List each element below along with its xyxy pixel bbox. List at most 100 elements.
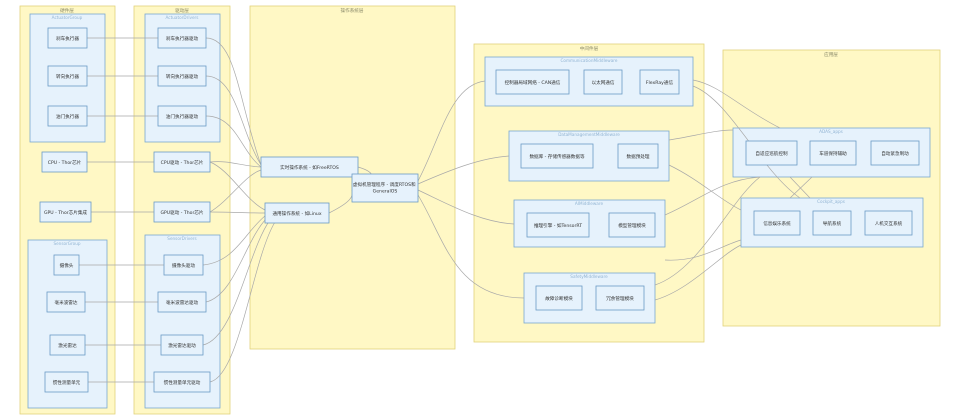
node-gpos-label: 通用操作系统 - 如Linux xyxy=(272,210,321,217)
node-imu-label: 惯性测量单元 xyxy=(53,379,81,386)
node-hmi: 人机交互系统 xyxy=(864,210,913,236)
node-ethernet: 以太网通信 xyxy=(583,69,623,95)
node-lidar-driver-label: 激光雷达驱动 xyxy=(168,342,196,349)
node-can: 控制器局域网络 - CAN通信 xyxy=(495,69,570,95)
edge-data-adas xyxy=(668,129,734,141)
edge-lidar-driver-gpos xyxy=(202,219,271,346)
group-ai-title: AIMiddleware xyxy=(575,201,604,206)
node-database-label: 数据库 - 存储传感器数据等 xyxy=(529,153,585,160)
edge-safety-adas xyxy=(654,176,761,286)
edges xyxy=(79,37,813,383)
node-cpu-driver-label: CPU驱动 - Thor芯片 xyxy=(161,159,204,166)
node-model-mgmt: 模型管理模块 xyxy=(608,212,656,238)
node-redundancy-label: 冗余管理模块 xyxy=(606,295,634,302)
node-gpu-driver: GPU驱动 - Thor芯片 xyxy=(153,201,211,223)
group-sensor-title: SensorGroup xyxy=(53,241,80,246)
node-brake-actuator: 刹车执行器 xyxy=(47,27,88,49)
node-can-label: 控制器局域网络 - CAN通信 xyxy=(505,79,561,86)
edge-safety-cockpit xyxy=(654,244,742,301)
edge-gpu-driver-rtos xyxy=(209,169,262,213)
group-actuator-drivers-title: ActuatorDrivers xyxy=(166,15,199,20)
edge-brake-driver-rtos xyxy=(205,37,262,166)
node-cpu-driver: CPU驱动 - Thor芯片 xyxy=(153,151,211,173)
node-imu-driver: 惯性测量单元驱动 xyxy=(153,371,211,393)
node-inference: 推理引擎 - 如TensorRT xyxy=(526,212,590,238)
node-radar-driver: 毫米波雷达驱动 xyxy=(157,291,207,313)
node-camera-driver-label: 摄像头驱动 xyxy=(172,262,195,269)
node-redundancy: 冗余管理模块 xyxy=(595,285,645,311)
edge-gpu-driver-gpos xyxy=(209,211,266,214)
group-cockpit-title: Cockpit_apps xyxy=(817,199,845,204)
lane-driver-title: 驱动层 xyxy=(175,7,189,14)
node-lidar-driver: 激光雷达驱动 xyxy=(160,334,204,356)
node-preprocess-label: 数据预处理 xyxy=(627,153,650,160)
edge-radar-driver-gpos xyxy=(205,217,268,303)
node-preprocess: 数据预处理 xyxy=(617,143,659,169)
group-actuator-title: ActuatorGroup xyxy=(52,15,83,20)
node-brake-actuator-label: 刹车执行器 xyxy=(56,35,79,42)
node-model-mgmt-label: 模型管理模块 xyxy=(618,222,646,229)
node-steer-actuator: 转向执行器 xyxy=(47,65,88,87)
edge-camera-driver-gpos xyxy=(202,215,266,266)
node-navigation: 导航系统 xyxy=(812,210,852,236)
edge-ai-cockpit xyxy=(664,239,742,261)
node-lidar: 激光雷达 xyxy=(49,334,86,356)
edge-hyper-ai xyxy=(417,189,515,225)
edge-comm-cockpit xyxy=(692,85,801,199)
node-radar-label: 毫米波雷达 xyxy=(55,299,78,306)
node-steer-actuator-label: 转向执行器 xyxy=(56,73,79,80)
group-safety-title: SafetyMiddleware xyxy=(570,274,608,279)
group-adas-title: ADAS_apps xyxy=(819,129,843,134)
node-gpu: GPU - Thor芯片集成 xyxy=(39,201,92,223)
node-camera-label: 摄像头 xyxy=(60,262,74,269)
node-auto-brake-label: 自动紧急制动 xyxy=(881,150,909,157)
node-throttle-actuator: 油门执行器 xyxy=(47,105,88,127)
node-steer-driver-label: 转向执行器驱动 xyxy=(166,73,199,80)
node-infotainment: 信息娱乐系统 xyxy=(753,210,801,236)
node-ethernet-label: 以太网通信 xyxy=(592,79,615,86)
lane-device-title: 硬件层 xyxy=(60,7,74,14)
group-communication-title: CommunicationMiddleware xyxy=(560,58,617,63)
node-throttle-actuator-label: 油门执行器 xyxy=(56,113,79,120)
node-fault-diag: 故障诊断模块 xyxy=(535,285,583,311)
node-lane-keep: 车道保持辅助 xyxy=(809,140,857,166)
node-flexray-label: FlexRay通信 xyxy=(646,79,674,86)
node-infotainment-label: 信息娱乐系统 xyxy=(763,220,791,227)
edge-cpu-driver-gpos xyxy=(209,161,266,211)
node-throttle-driver-label: 油门执行器驱动 xyxy=(166,113,199,120)
group-data-management-title: DataManagementMiddleware xyxy=(558,132,620,137)
node-inference-label: 推理引擎 - 如TensorRT xyxy=(534,222,582,229)
group-sensor-drivers-title: SensorDrivers xyxy=(167,236,196,241)
edge-imu-driver-gpos xyxy=(209,221,276,383)
node-gpos: 通用操作系统 - 如Linux xyxy=(264,202,330,224)
node-rtos-label: 实时操作系统 - 如FreeRTOS xyxy=(280,164,339,171)
edge-cockpit-adas xyxy=(789,176,813,199)
node-cpu-label: CPU - Thor芯片 xyxy=(48,159,82,166)
lane-os-title: 操作系统层 xyxy=(341,7,364,14)
edge-cpu-driver-rtos xyxy=(209,161,262,168)
lane-app-title: 应用层 xyxy=(824,51,838,58)
node-hypervisor: 虚拟机管理程序 - 调度RTOS和 GeneralOS xyxy=(351,173,419,203)
node-imu-driver-label: 惯性测量单元驱动 xyxy=(164,379,201,386)
node-steer-driver: 转向执行器驱动 xyxy=(157,65,207,87)
node-hypervisor-label: 虚拟机管理程序 - 调度RTOS和 GeneralOS xyxy=(353,181,417,195)
node-adaptive-cruise: 自适应巡航控制 xyxy=(745,140,798,166)
edge-hyper-safety xyxy=(417,194,525,299)
edge-ai-adas xyxy=(664,176,761,216)
edge-throttle-driver-rtos xyxy=(205,115,262,168)
node-fault-diag-label: 故障诊断模块 xyxy=(545,295,573,302)
node-adaptive-cruise-label: 自适应巡航控制 xyxy=(755,150,788,157)
node-radar-driver-label: 毫米波雷达驱动 xyxy=(166,299,199,306)
node-imu: 惯性测量单元 xyxy=(44,371,89,393)
edge-comm-adas xyxy=(692,79,781,129)
node-throttle-driver: 油门执行器驱动 xyxy=(157,105,207,127)
edge-hyper-data xyxy=(417,155,510,185)
node-gpu-label: GPU - Thor芯片集成 xyxy=(44,209,87,216)
lane-app: 应用层 xyxy=(722,49,941,327)
edge-hyper-comm xyxy=(417,80,486,182)
node-lidar-label: 激光雷达 xyxy=(58,342,77,349)
node-hmi-label: 人机交互系统 xyxy=(875,220,903,227)
node-cpu: CPU - Thor芯片 xyxy=(41,151,88,173)
node-flexray: FlexRay通信 xyxy=(639,69,680,95)
